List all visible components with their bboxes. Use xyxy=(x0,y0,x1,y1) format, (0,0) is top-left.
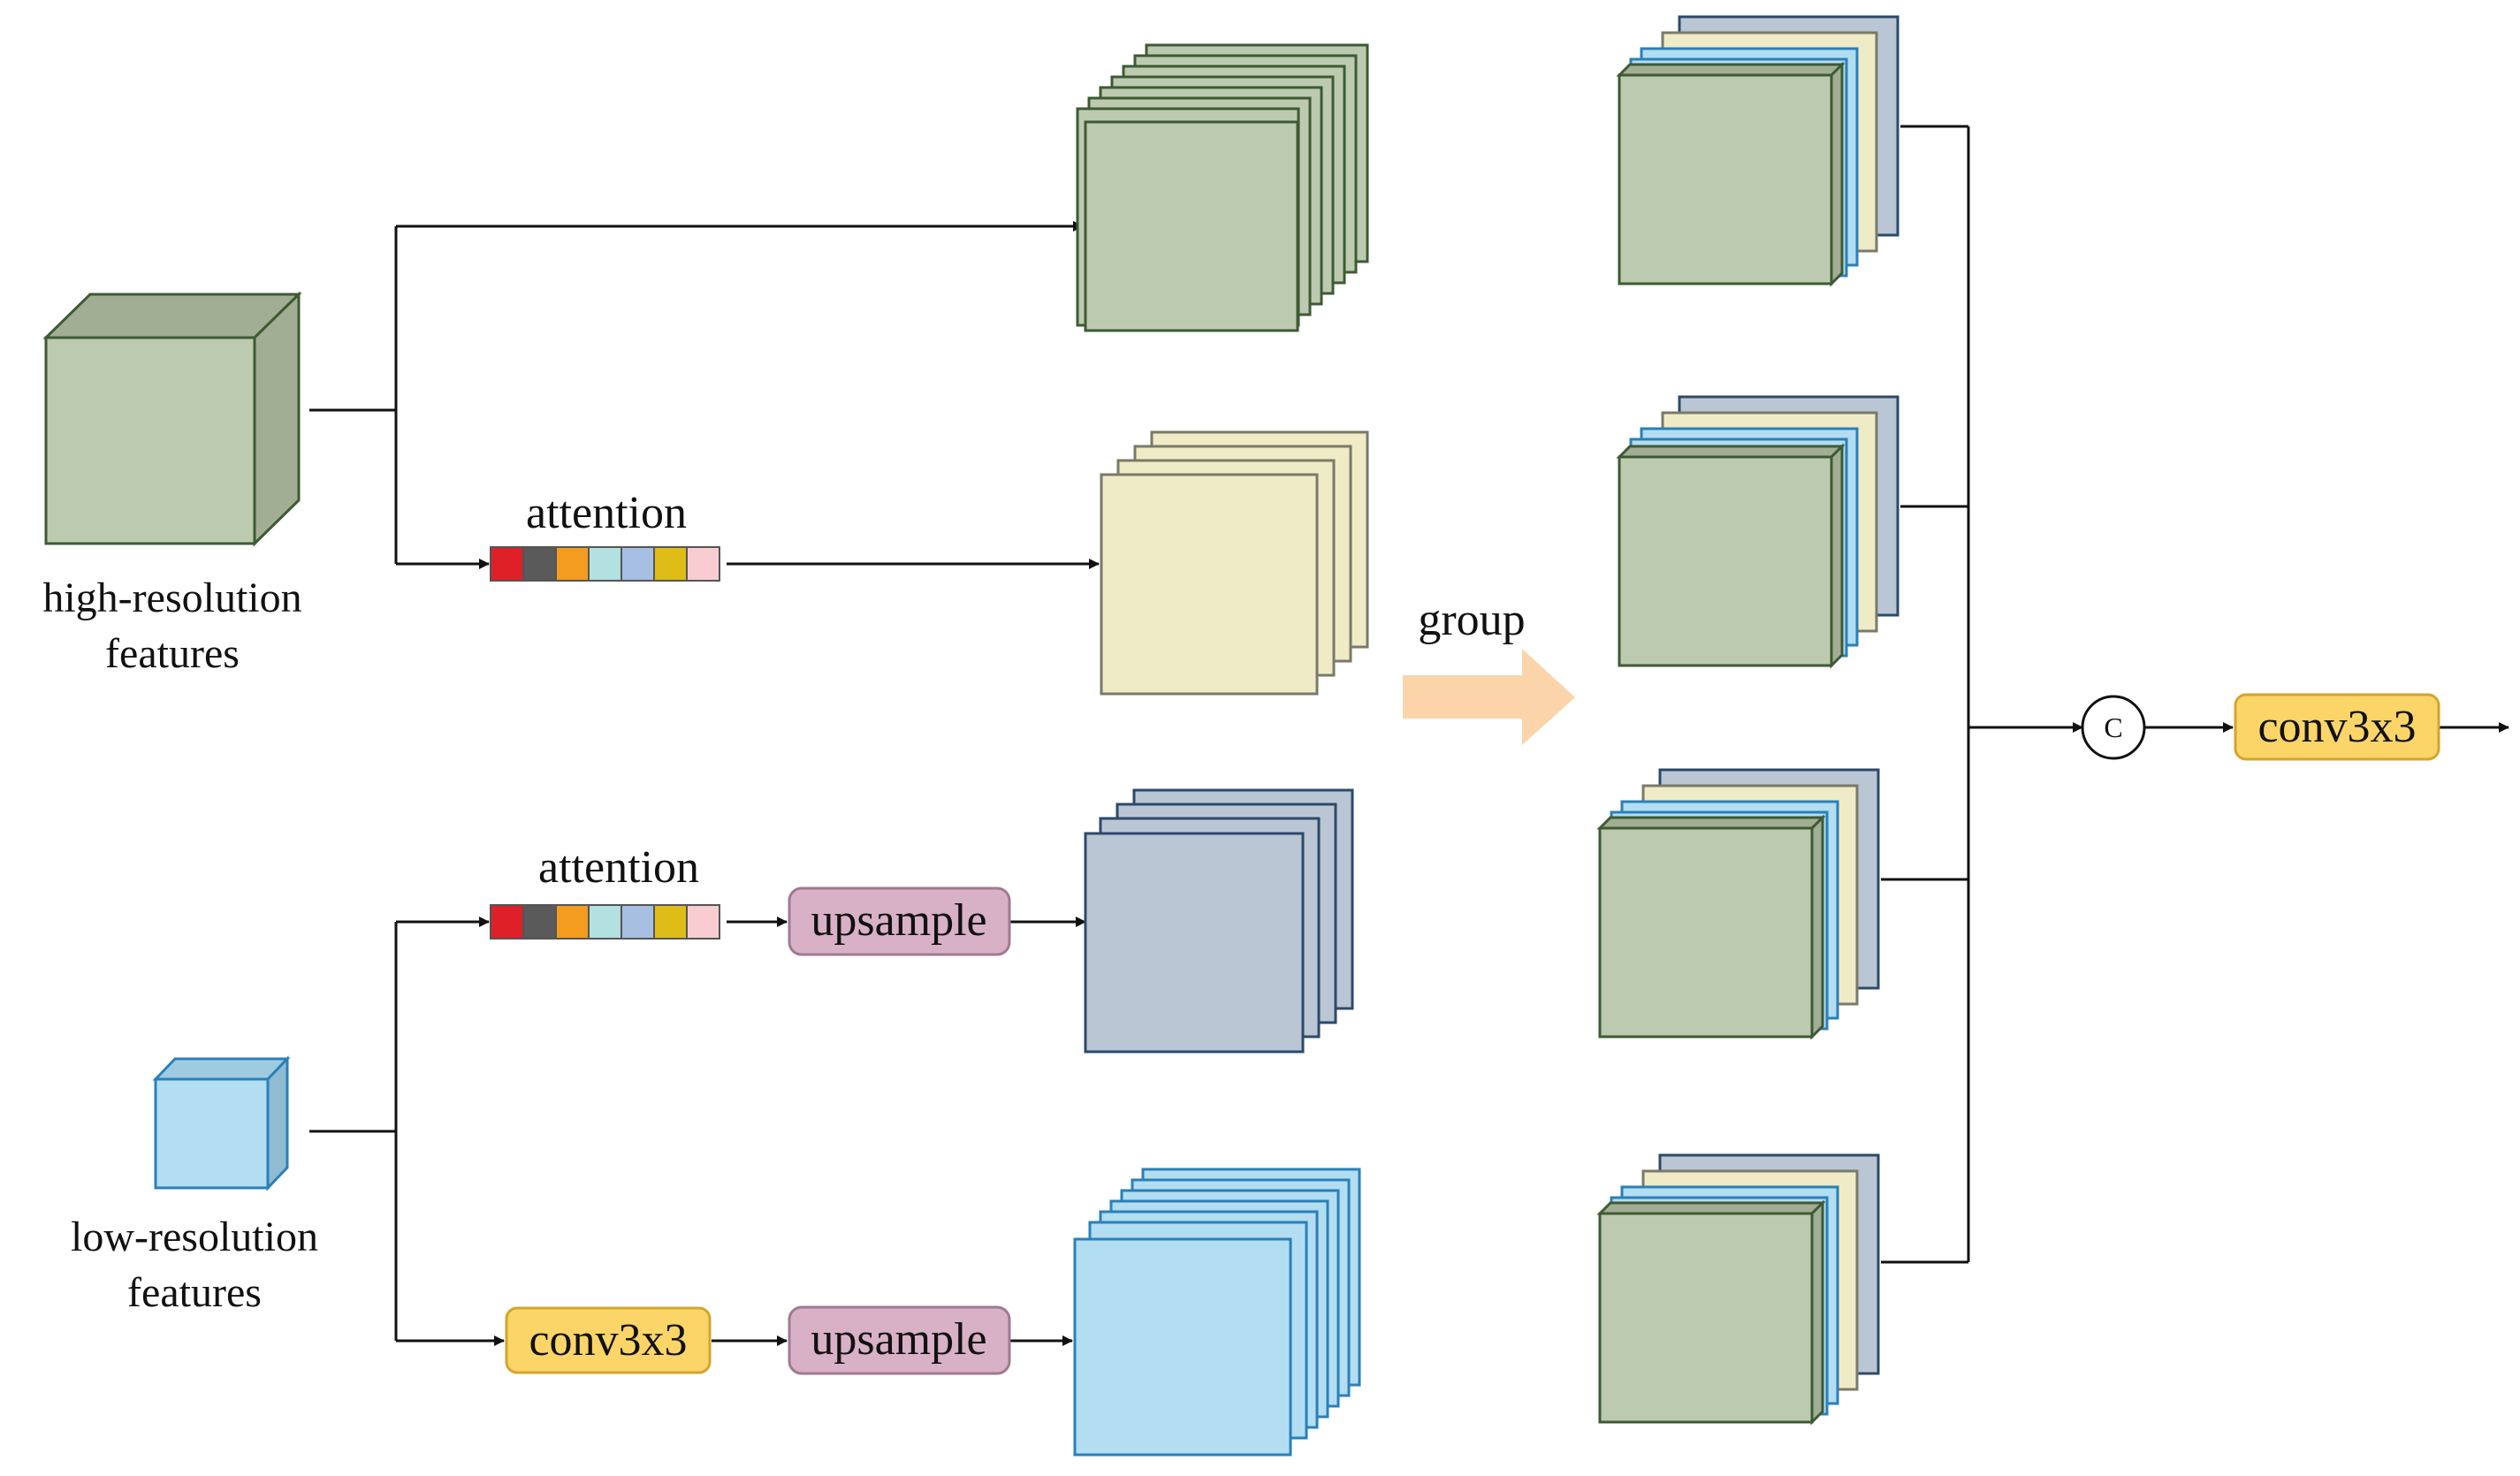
low-resolution-label-line2: features xyxy=(127,1269,262,1316)
concat-node: C xyxy=(2081,695,2146,760)
high-resolution-cube xyxy=(42,291,302,547)
attention-cell xyxy=(490,546,524,582)
attention-cell xyxy=(555,546,590,582)
grouped-stack-4 xyxy=(1596,1153,1880,1426)
attention-cell xyxy=(653,546,688,582)
conv3x3-box-lower: conv3x3 xyxy=(505,1306,712,1374)
attention-bar-top xyxy=(490,546,720,582)
attention-label-top: attention xyxy=(526,488,687,538)
group-label: group xyxy=(1418,595,1525,645)
attention-cell xyxy=(588,904,622,940)
attention-cell xyxy=(522,546,557,582)
upsample-label-upper: upsample xyxy=(811,895,986,946)
upsample-box-upper: upsample xyxy=(788,886,1011,956)
low-resolution-cube xyxy=(152,1055,291,1191)
attention-cell xyxy=(522,904,557,940)
connectors-left xyxy=(309,221,1100,1346)
attention-cell xyxy=(686,904,720,940)
grouped-stack-2 xyxy=(1616,395,1900,669)
upsample-label-lower: upsample xyxy=(811,1314,986,1365)
green-feature-stack xyxy=(1076,43,1369,332)
attention-cell xyxy=(620,546,655,582)
conv3x3-box-output: conv3x3 xyxy=(2234,693,2440,761)
grouped-stack-3 xyxy=(1596,768,1880,1040)
grouped-stack-1 xyxy=(1616,15,1900,287)
conv3x3-label-lower: conv3x3 xyxy=(529,1315,687,1366)
grayblue-feature-stack xyxy=(1084,788,1354,1054)
yellow-feature-stack xyxy=(1100,430,1369,696)
conv3x3-label-output: conv3x3 xyxy=(2257,702,2416,752)
attention-cell xyxy=(588,546,622,582)
concat-symbol: C xyxy=(2104,711,2122,743)
upsample-box-lower: upsample xyxy=(788,1305,1011,1375)
high-resolution-label-line1: high-resolution xyxy=(42,574,301,621)
attention-cell xyxy=(620,904,655,940)
connectors-right xyxy=(1881,125,2509,1264)
attention-cell xyxy=(653,904,688,940)
lightblue-feature-stack xyxy=(1073,1168,1361,1457)
attention-cell xyxy=(555,904,590,940)
attention-cell xyxy=(490,904,524,940)
high-resolution-label-line2: features xyxy=(105,630,240,677)
attention-bar-bottom xyxy=(490,904,720,940)
low-resolution-label-line1: low-resolution xyxy=(71,1214,318,1260)
group-arrow xyxy=(1403,649,1575,745)
attention-cell xyxy=(686,546,720,582)
attention-label-bottom: attention xyxy=(538,842,699,893)
